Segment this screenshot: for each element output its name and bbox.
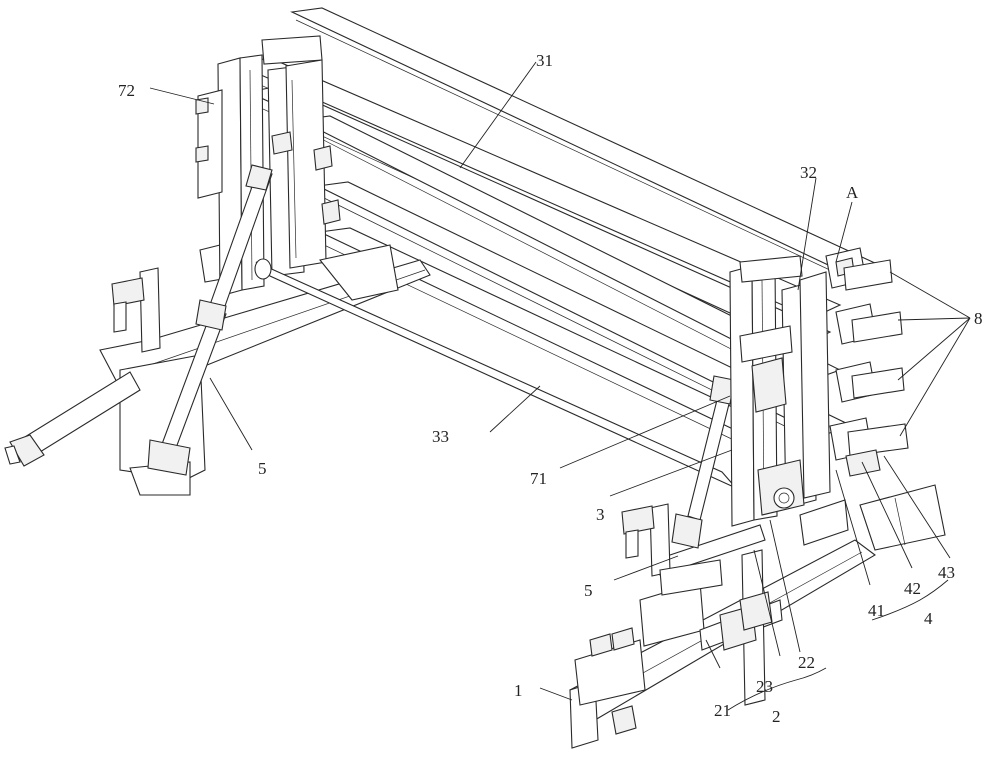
label-72: 72 <box>118 81 135 100</box>
label-42: 42 <box>904 579 921 598</box>
right-stay-rod <box>671 375 735 549</box>
rail-brackets <box>825 247 909 477</box>
left-post <box>111 267 161 353</box>
label-5-right: 5 <box>584 581 593 600</box>
leader-lines <box>149 61 971 711</box>
label-A: A <box>846 183 859 202</box>
label-8: 8 <box>974 309 983 328</box>
label-4: 4 <box>924 609 933 628</box>
label-33: 33 <box>432 427 449 446</box>
label-3: 3 <box>596 505 605 524</box>
label-21: 21 <box>714 701 731 720</box>
label-5-left: 5 <box>258 459 267 478</box>
label-1: 1 <box>514 681 523 700</box>
label-32: 32 <box>800 163 817 182</box>
label-41: 41 <box>868 601 885 620</box>
part-labels: 72 31 32 A 8 33 71 3 5 5 1 21 23 22 2 41… <box>118 51 983 726</box>
left-stay-rod <box>147 164 273 476</box>
funnel-right <box>859 484 946 551</box>
label-22: 22 <box>798 653 815 672</box>
right-post <box>621 503 723 596</box>
top-rails <box>234 7 892 447</box>
label-31: 31 <box>536 51 553 70</box>
frame-blocks <box>271 131 341 225</box>
funnel-left <box>319 244 399 301</box>
right-frame <box>719 255 831 706</box>
label-2: 2 <box>772 707 781 726</box>
left-shaft <box>4 371 141 467</box>
label-43: 43 <box>938 563 955 582</box>
label-23: 23 <box>756 677 773 696</box>
label-71: 71 <box>530 469 547 488</box>
